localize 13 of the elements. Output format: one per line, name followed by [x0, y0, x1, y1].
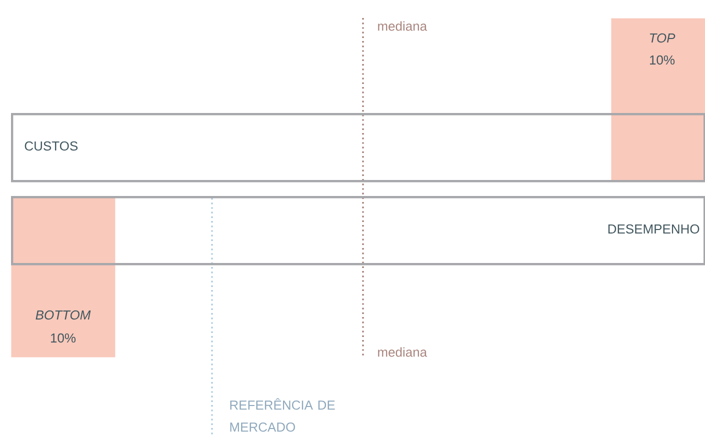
band-label: TOP — [650, 33, 676, 43]
reference-label: REFERÊNCIA DE MERCADO — [230, 398, 335, 432]
band-label: 10% — [650, 55, 675, 65]
highlight-band — [11, 196, 116, 358]
band-label: 10% — [50, 333, 76, 343]
box-label: CUSTOS — [24, 141, 78, 151]
band-label: BOTTOM — [36, 310, 91, 320]
highlight-band — [611, 18, 705, 180]
box-label: DESEMPENHO — [608, 224, 700, 234]
bar-box — [11, 113, 705, 182]
median-label: mediana — [378, 347, 428, 357]
bar-box — [11, 196, 705, 266]
median-label: mediana — [378, 21, 428, 31]
